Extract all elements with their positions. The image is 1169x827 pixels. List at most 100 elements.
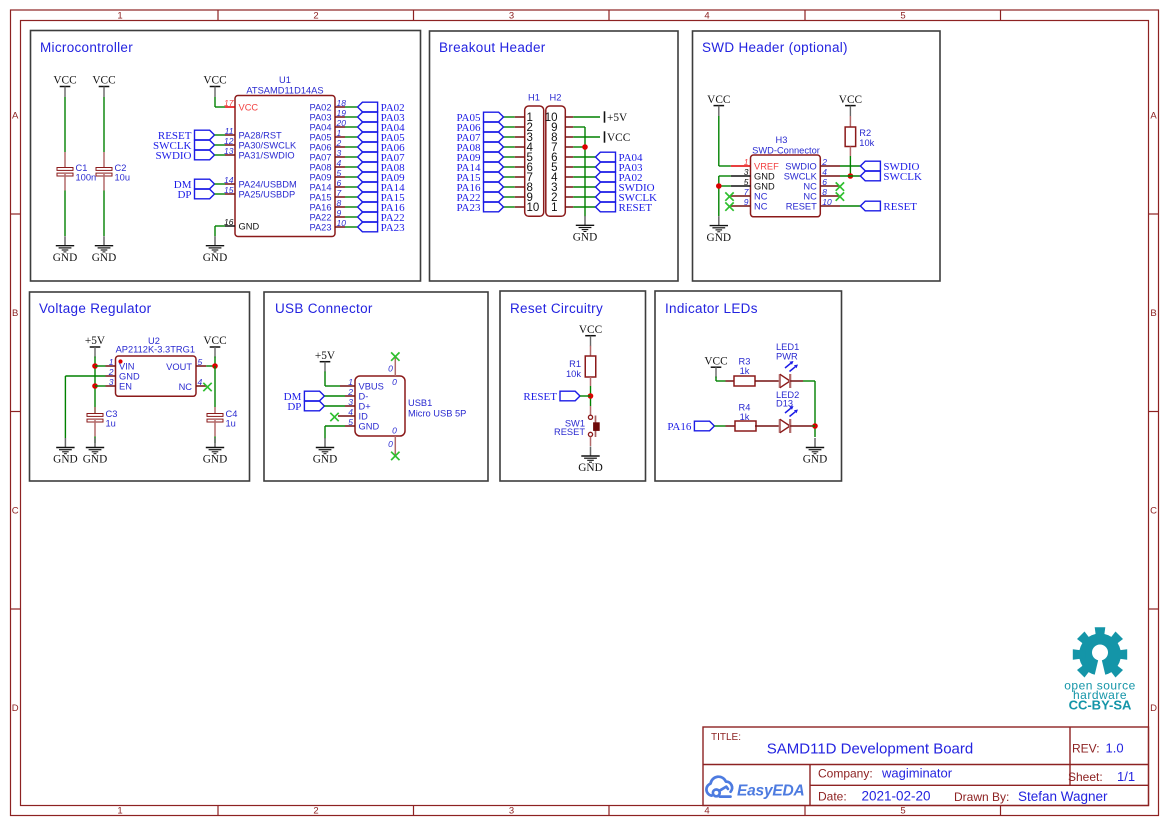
svg-text:4: 4 <box>704 11 709 22</box>
svg-text:+5V: +5V <box>85 335 106 347</box>
svg-text:0: 0 <box>392 377 397 387</box>
svg-text:20: 20 <box>336 118 347 128</box>
svg-text:13: 13 <box>224 146 234 156</box>
svg-text:U1: U1 <box>279 75 291 85</box>
svg-text:D: D <box>12 703 19 714</box>
svg-text:PA28/RST: PA28/RST <box>239 130 283 140</box>
svg-text:3: 3 <box>744 167 749 177</box>
svg-text:3: 3 <box>527 132 533 144</box>
svg-text:4: 4 <box>527 142 534 154</box>
svg-text:5: 5 <box>348 417 353 427</box>
svg-text:PA06: PA06 <box>309 142 331 152</box>
svg-text:PA05: PA05 <box>381 132 406 144</box>
svg-text:GND: GND <box>573 232 597 244</box>
svg-text:GND: GND <box>359 421 380 431</box>
svg-text:10: 10 <box>337 218 347 228</box>
svg-text:5: 5 <box>198 357 203 367</box>
svg-text:2: 2 <box>313 11 318 22</box>
svg-text:C2: C2 <box>115 163 127 173</box>
svg-text:C1: C1 <box>76 163 88 173</box>
svg-text:GND: GND <box>83 454 107 466</box>
svg-text:PA30/SWCLK: PA30/SWCLK <box>239 140 297 150</box>
svg-text:VCC: VCC <box>203 75 226 87</box>
svg-text:10: 10 <box>545 112 558 124</box>
svg-text:5: 5 <box>551 162 557 174</box>
svg-text:wagiminator: wagiminator <box>881 766 953 781</box>
svg-text:RESET: RESET <box>619 202 653 214</box>
svg-text:PA07: PA07 <box>381 152 406 164</box>
svg-text:2: 2 <box>551 192 557 204</box>
svg-text:3: 3 <box>551 182 557 194</box>
svg-text:PA24/USBDM: PA24/USBDM <box>239 179 297 189</box>
svg-text:7: 7 <box>551 142 557 154</box>
svg-text:100n: 100n <box>76 172 97 182</box>
svg-text:1: 1 <box>527 112 533 124</box>
svg-text:SWD-Connector: SWD-Connector <box>752 146 820 156</box>
svg-text:SW1: SW1 <box>565 418 585 428</box>
svg-text:VOUT: VOUT <box>166 362 192 372</box>
svg-text:10: 10 <box>822 197 832 207</box>
svg-text:U2: U2 <box>148 336 160 346</box>
svg-text:PA16: PA16 <box>381 202 406 214</box>
svg-text:Drawn By:: Drawn By: <box>954 790 1009 804</box>
svg-text:4: 4 <box>198 377 203 387</box>
svg-text:LED1: LED1 <box>776 342 799 352</box>
svg-text:DP: DP <box>177 189 191 201</box>
svg-text:VCC: VCC <box>53 75 76 87</box>
svg-text:PA09: PA09 <box>381 172 406 184</box>
svg-text:4: 4 <box>704 806 709 817</box>
svg-text:Reset Circuitry: Reset Circuitry <box>510 301 603 316</box>
svg-text:8: 8 <box>551 132 557 144</box>
svg-text:VCC: VCC <box>579 324 602 336</box>
svg-text:10k: 10k <box>566 369 581 379</box>
svg-text:PA02: PA02 <box>619 172 643 184</box>
svg-text:A: A <box>1150 111 1157 122</box>
svg-text:ATSAMD11D14AS: ATSAMD11D14AS <box>246 86 323 96</box>
svg-text:USB1: USB1 <box>408 398 432 408</box>
svg-text:C3: C3 <box>106 409 118 419</box>
svg-text:PA15: PA15 <box>309 192 331 202</box>
svg-text:REV:: REV: <box>1072 742 1100 756</box>
svg-text:PA03: PA03 <box>309 112 331 122</box>
svg-text:7: 7 <box>527 172 533 184</box>
svg-text:2: 2 <box>527 122 533 134</box>
svg-text:12: 12 <box>224 136 234 146</box>
svg-text:ID: ID <box>359 411 369 421</box>
svg-text:7: 7 <box>744 187 749 197</box>
svg-text:Breakout Header: Breakout Header <box>439 40 546 55</box>
svg-text:2: 2 <box>347 387 353 397</box>
svg-text:4: 4 <box>822 167 827 177</box>
svg-text:PA02: PA02 <box>381 102 405 114</box>
svg-text:8: 8 <box>337 198 342 208</box>
svg-text:GND: GND <box>203 252 227 264</box>
svg-text:9: 9 <box>551 122 557 134</box>
svg-text:PA02: PA02 <box>309 102 331 112</box>
svg-text:PA22: PA22 <box>381 212 405 224</box>
svg-text:PA05: PA05 <box>456 112 481 124</box>
svg-text:DP: DP <box>287 401 301 413</box>
svg-text:SWDIO: SWDIO <box>155 150 191 162</box>
svg-text:3: 3 <box>509 11 514 22</box>
svg-text:9: 9 <box>527 192 533 204</box>
svg-text:6: 6 <box>822 177 827 187</box>
svg-text:6: 6 <box>337 178 342 188</box>
svg-text:Indicator LEDs: Indicator LEDs <box>665 301 758 316</box>
svg-text:PA03: PA03 <box>619 162 644 174</box>
svg-text:17: 17 <box>224 98 234 108</box>
svg-text:SWCLK: SWCLK <box>153 140 192 152</box>
svg-text:GND: GND <box>53 454 77 466</box>
svg-text:3: 3 <box>509 806 514 817</box>
svg-text:PA07: PA07 <box>456 132 481 144</box>
svg-text:RESET: RESET <box>158 130 192 142</box>
svg-text:8: 8 <box>527 182 533 194</box>
svg-text:5: 5 <box>900 806 905 817</box>
svg-text:LED2: LED2 <box>776 390 799 400</box>
svg-text:Microcontroller: Microcontroller <box>40 40 133 55</box>
svg-text:PA04: PA04 <box>619 152 644 164</box>
svg-text:PA06: PA06 <box>456 122 481 134</box>
svg-text:B: B <box>12 308 18 319</box>
svg-text:SWCLK: SWCLK <box>883 171 922 183</box>
svg-text:1: 1 <box>117 806 122 817</box>
svg-text:SWDIO: SWDIO <box>619 182 655 194</box>
svg-text:D+: D+ <box>359 401 371 411</box>
